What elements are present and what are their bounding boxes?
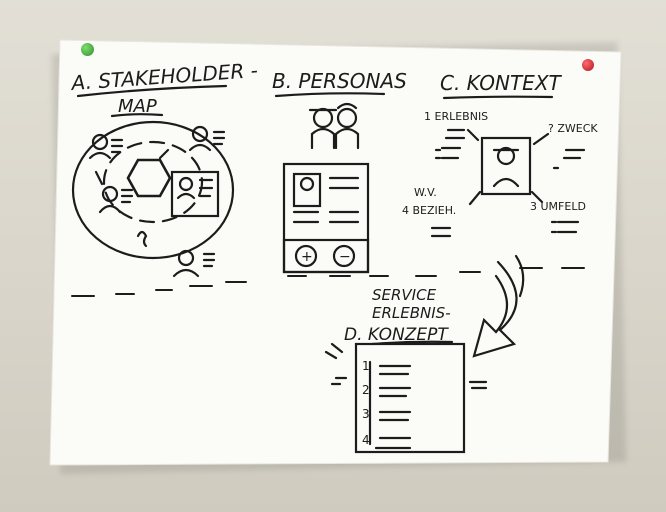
- kontext-item-1: 1 ERLEBNIS: [424, 110, 488, 123]
- concept-row-3: 3: [362, 407, 370, 421]
- concept-box: [354, 342, 466, 454]
- section-a-underline-2: [110, 113, 164, 118]
- context-card-icon: [480, 136, 532, 196]
- stakeholder-figure-icon: [88, 133, 124, 160]
- red-pushpin-icon: [582, 59, 594, 71]
- small-figure-icon: [136, 230, 148, 248]
- flow-arrow-icon: [472, 260, 518, 358]
- arrow-icon: [94, 148, 170, 186]
- green-pushpin-icon: [81, 43, 94, 56]
- section-c: C. KONTEXT 1 ERLEBNIS ? ZWECK W.V. 4 BEZ…: [402, 71, 598, 238]
- inner-ring: [102, 140, 204, 224]
- persona-card-icon: [282, 162, 370, 274]
- stakeholder-figure-icon: [172, 249, 216, 278]
- section-b-underline: [274, 92, 386, 98]
- kontext-item-4-line2: 4 BEZIEH.: [402, 204, 456, 217]
- section-b: B. PERSONAS + −: [272, 69, 407, 274]
- outer-ring: [71, 120, 235, 260]
- arrow-icon: [466, 128, 550, 206]
- persona-pair-icon: [308, 102, 360, 150]
- concept-row-1: 1: [362, 359, 370, 373]
- concept-lines: [374, 364, 412, 450]
- section-b-title: B. PERSONAS: [272, 69, 407, 93]
- kontext-item-4-line1: W.V.: [414, 186, 437, 199]
- stakeholder-card-icon: [170, 170, 220, 218]
- concept-row-4: 4: [362, 433, 370, 447]
- emphasis-marks: [324, 342, 348, 386]
- section-d-title-line2: ERLEBNIS-: [372, 304, 451, 322]
- concept-row-2: 2: [362, 383, 370, 397]
- stakeholder-figure-icon: [188, 125, 226, 152]
- section-a-underline: [76, 84, 228, 98]
- persona-minus-icon: −: [339, 249, 351, 265]
- section-c-title: C. KONTEXT: [440, 71, 563, 95]
- kontext-item-3: 3 UMFELD: [530, 200, 586, 213]
- section-d: SERVICE ERLEBNIS- D. KONZEPT: [324, 254, 525, 454]
- divider-line: [71, 267, 585, 297]
- stakeholder-figure-icon: [98, 185, 134, 214]
- text-lines: [430, 128, 586, 238]
- motion-line: [514, 254, 525, 298]
- hexagon-core-icon: [126, 158, 172, 198]
- section-a-title-line2: MAP: [118, 96, 157, 117]
- section-d-title-line1: SERVICE: [372, 286, 437, 304]
- section-d-title-line3: D. KONZEPT: [344, 325, 449, 345]
- section-c-underline: [442, 95, 554, 100]
- side-marks: [468, 380, 488, 390]
- kontext-item-2: ? ZWECK: [548, 122, 598, 135]
- persona-plus-icon: +: [301, 249, 313, 265]
